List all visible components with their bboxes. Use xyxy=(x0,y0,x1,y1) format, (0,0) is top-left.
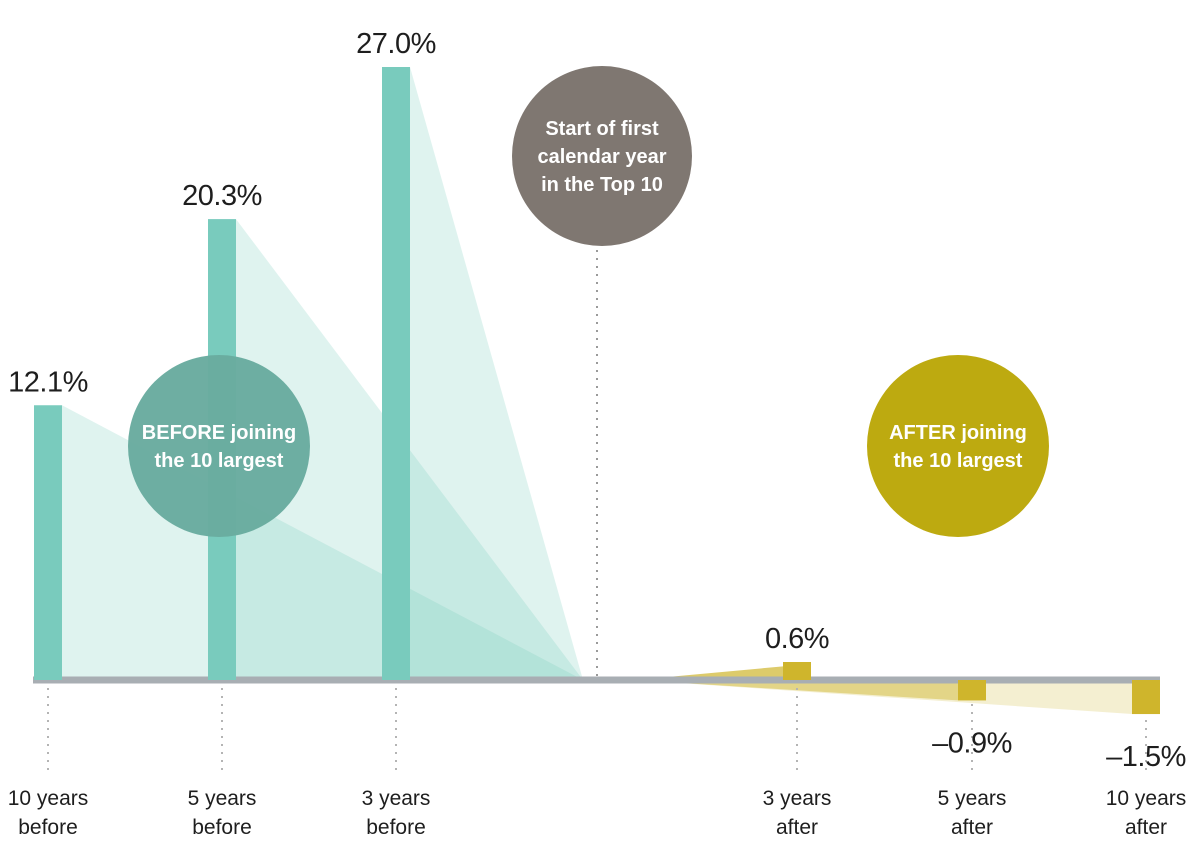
tick-label-2-1: before xyxy=(366,816,426,839)
bar-3 xyxy=(783,662,811,680)
value-label-3: 0.6% xyxy=(765,623,829,655)
start-bubble-circle xyxy=(512,66,692,246)
tick-label-0-0: 10 years xyxy=(8,787,89,810)
after-bubble-circle xyxy=(867,355,1049,537)
fan-2 xyxy=(382,67,583,680)
value-label-1: 20.3% xyxy=(182,180,262,212)
before-bubble-text-1: the 10 largest xyxy=(155,450,284,472)
bar-4 xyxy=(958,680,986,701)
value-label-0: 12.1% xyxy=(8,366,88,398)
bar-5 xyxy=(1132,680,1160,715)
tick-label-0-1: before xyxy=(18,816,78,839)
value-label-5: –1.5% xyxy=(1106,741,1186,773)
after-bubble-text-1: the 10 largest xyxy=(894,450,1023,472)
fan-5 xyxy=(635,680,1132,715)
fan-4 xyxy=(635,680,958,701)
tick-label-4-0: 5 years xyxy=(938,787,1007,810)
label-layer: 12.1% 20.3% 27.0% 0.6% –0.9% –1.5% 10 years bef… xyxy=(8,28,1187,839)
tick-label-3-1: after xyxy=(776,816,818,839)
before-bubble-circle xyxy=(128,355,310,537)
guide-layer xyxy=(47,250,1147,775)
tick-label-5-1: after xyxy=(1125,816,1167,839)
value-label-4: –0.9% xyxy=(932,727,1012,759)
before-bubble-text-0: BEFORE joining xyxy=(142,422,296,444)
value-label-2: 27.0% xyxy=(356,28,436,60)
after-bubble-text-0: AFTER joining xyxy=(889,422,1027,444)
tick-label-5-0: 10 years xyxy=(1106,787,1187,810)
tick-label-1-1: before xyxy=(192,816,252,839)
start-bubble-text-2: in the Top 10 xyxy=(541,174,663,196)
tick-label-3-0: 3 years xyxy=(763,787,832,810)
tick-label-1-0: 5 years xyxy=(188,787,257,810)
start-bubble-text-0: Start of first xyxy=(545,118,659,140)
bar-0 xyxy=(34,405,62,680)
tick-label-4-1: after xyxy=(951,816,993,839)
tick-label-2-0: 3 years xyxy=(362,787,431,810)
bar-2 xyxy=(382,67,410,680)
bubble-layer: BEFORE joining the 10 largest AFTER joinin… xyxy=(128,66,1049,537)
start-bubble-text-1: calendar year xyxy=(538,146,667,168)
